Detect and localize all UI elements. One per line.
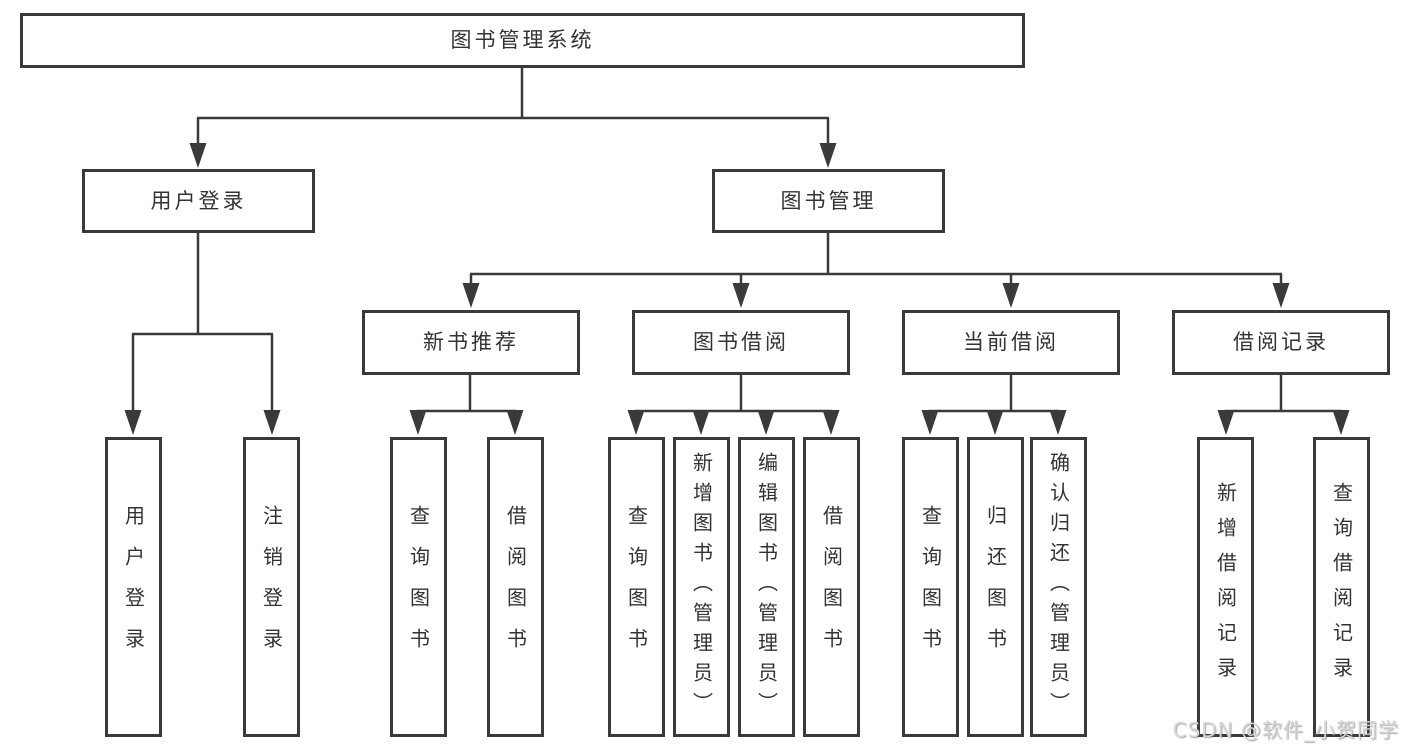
leaf-confirm-return-admin: 确认归还（管理员）: [1030, 437, 1087, 737]
leaf-user-login-label: 用户登录: [121, 505, 146, 669]
leaf-logout-label: 注销登录: [259, 505, 284, 669]
node-current-borrowing: 当前借阅: [902, 310, 1120, 375]
node-book-borrowing-label: 图书借阅: [693, 330, 789, 354]
leaf-return-books: 归还图书: [967, 437, 1024, 737]
node-borrowing-records-label: 借阅记录: [1233, 330, 1329, 354]
leaf-query-books-current: 查询图书: [902, 437, 959, 737]
leaf-borrow-books-newbooks: 借阅图书: [487, 437, 544, 737]
node-current-borrowing-label: 当前借阅: [963, 330, 1059, 354]
leaf-borrow-books: 借阅图书: [803, 437, 860, 737]
node-root-label: 图书管理系统: [450, 28, 595, 52]
leaf-query-books-newbooks-label: 查询图书: [406, 505, 431, 669]
node-new-book-recommendation-label: 新书推荐: [423, 330, 519, 354]
leaf-logout: 注销登录: [243, 437, 300, 737]
leaf-query-books-current-label: 查询图书: [918, 505, 943, 669]
leaf-add-books-admin-label: 新增图书（管理员）: [689, 452, 714, 722]
leaf-borrow-books-label: 借阅图书: [819, 505, 844, 669]
node-book-borrowing: 图书借阅: [632, 310, 850, 375]
leaf-query-books-newbooks: 查询图书: [390, 437, 447, 737]
node-root: 图书管理系统: [20, 13, 1025, 68]
node-book-management: 图书管理: [712, 169, 945, 233]
leaf-edit-books-admin: 编辑图书（管理员）: [738, 437, 795, 737]
leaf-add-books-admin: 新增图书（管理员）: [673, 437, 730, 737]
leaf-query-borrow-record: 查询借阅记录: [1313, 437, 1370, 737]
leaf-return-books-label: 归还图书: [983, 505, 1008, 669]
leaf-edit-books-admin-label: 编辑图书（管理员）: [754, 452, 779, 722]
node-borrowing-records: 借阅记录: [1172, 310, 1390, 375]
node-book-management-label: 图书管理: [780, 188, 877, 213]
node-user-login: 用户登录: [82, 169, 315, 233]
leaf-add-borrow-record: 新增借阅记录: [1197, 437, 1254, 737]
leaf-borrow-books-newbooks-label: 借阅图书: [503, 505, 528, 669]
leaf-user-login: 用户登录: [105, 437, 162, 737]
watermark: CSDN @软件_小贺同学: [1172, 718, 1399, 742]
leaf-query-books-borrow-label: 查询图书: [624, 505, 649, 669]
node-user-login-label: 用户登录: [150, 188, 247, 213]
node-new-book-recommendation: 新书推荐: [362, 310, 580, 375]
leaf-add-borrow-record-label: 新增借阅记录: [1213, 482, 1238, 692]
leaf-confirm-return-admin-label: 确认归还（管理员）: [1046, 452, 1071, 722]
leaf-query-borrow-record-label: 查询借阅记录: [1329, 482, 1354, 692]
leaf-query-books-borrow: 查询图书: [608, 437, 665, 737]
